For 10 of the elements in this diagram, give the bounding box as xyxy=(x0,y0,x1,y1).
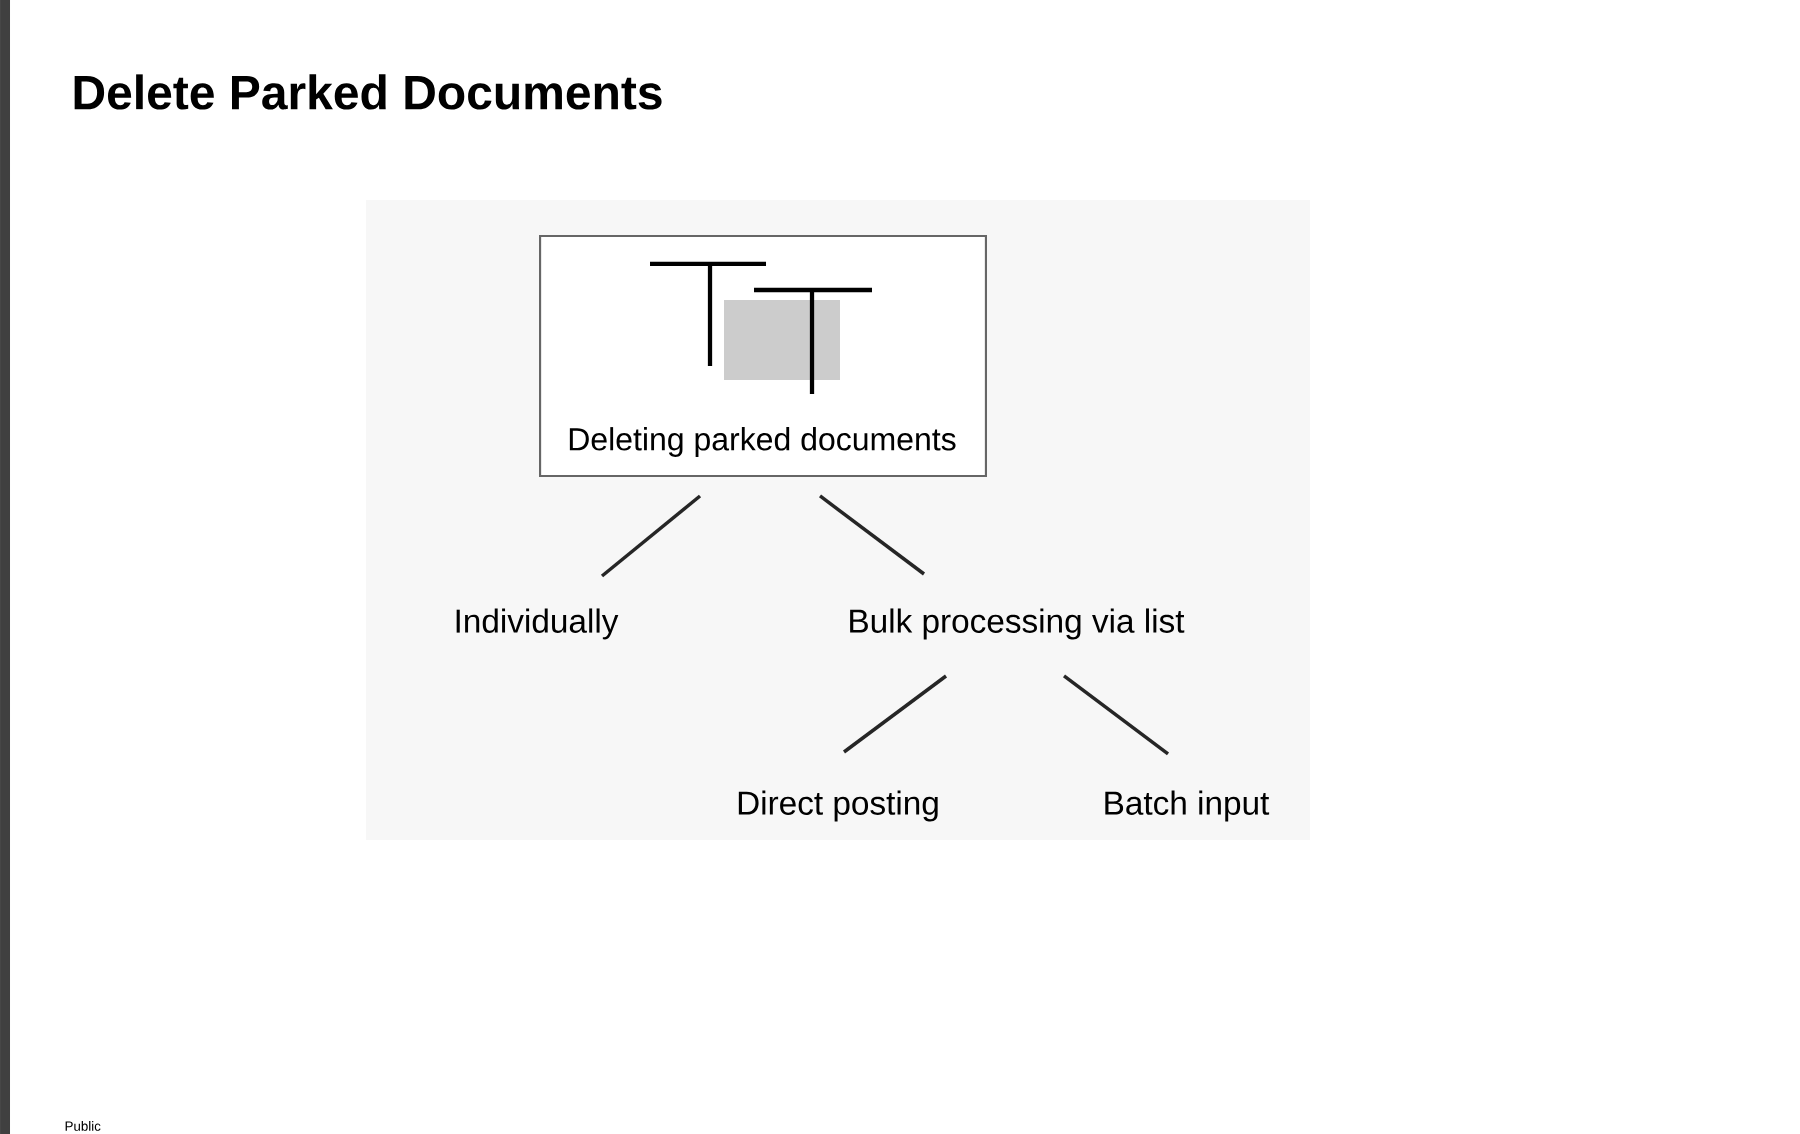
branch-label: Bulk processing via list xyxy=(850,608,1185,640)
branch-label: Batch input xyxy=(1105,790,1270,822)
branch-label: Direct posting xyxy=(738,790,938,822)
title: Delete Parked Documents xyxy=(74,74,662,110)
branch-label: Individually xyxy=(456,608,619,640)
connector-line xyxy=(818,494,926,576)
connector-line xyxy=(1062,674,1170,756)
connector-line xyxy=(600,494,702,578)
box-label: Deleting parked documents xyxy=(569,427,956,457)
connector-line xyxy=(842,674,948,754)
